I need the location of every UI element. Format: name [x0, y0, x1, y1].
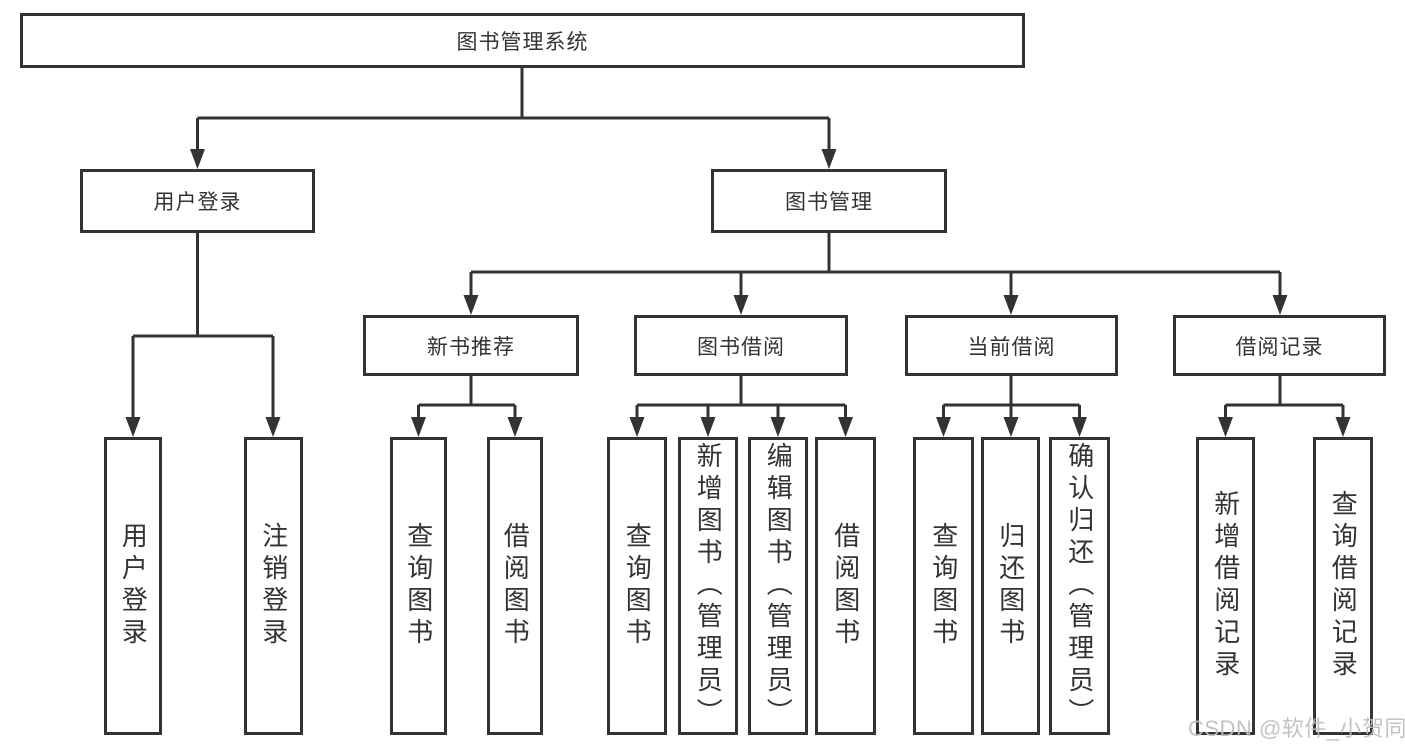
leaf-user-login: 用户登录 [104, 437, 162, 735]
leaf-add-books-admin-label: 新增图书（管理员） [693, 442, 724, 730]
node-user-login: 用户登录 [80, 169, 315, 233]
leaf-add-borrow-record-label: 新增借阅记录 [1210, 490, 1241, 682]
node-book-management-label: 图书管理 [785, 191, 873, 214]
leaf-logout-label: 注销登录 [258, 522, 289, 650]
node-book-management: 图书管理 [711, 169, 947, 233]
leaf-recommend-borrow-books-label: 借阅图书 [500, 522, 531, 650]
leaf-recommend-query-books-label: 查询图书 [403, 522, 434, 650]
node-root-label: 图书管理系统 [456, 30, 589, 54]
node-current-borrow-label: 当前借阅 [967, 335, 1056, 359]
tree-connector-path [131, 68, 1345, 420]
leaf-confirm-return-admin-label: 确认归还（管理员） [1064, 442, 1095, 730]
leaf-query-borrow-record: 查询借阅记录 [1313, 437, 1373, 735]
leaf-user-login-label: 用户登录 [118, 522, 149, 650]
leaf-borrow-query-books-label: 查询图书 [622, 522, 653, 650]
leaf-confirm-return-admin: 确认归还（管理员） [1049, 437, 1110, 735]
node-borrow-records-label: 借阅记录 [1235, 335, 1324, 359]
node-book-borrow-label: 图书借阅 [697, 335, 785, 359]
node-new-book-recommend: 新书推荐 [363, 315, 579, 376]
node-new-book-recommend-label: 新书推荐 [427, 335, 515, 359]
leaf-add-borrow-record: 新增借阅记录 [1196, 437, 1255, 735]
leaf-add-books-admin: 新增图书（管理员） [678, 437, 738, 735]
node-book-borrow: 图书借阅 [634, 315, 848, 376]
csdn-watermark: CSDN @软件_小贺同学 [1188, 716, 1405, 741]
leaf-borrow-query-books: 查询图书 [607, 437, 667, 735]
leaf-current-query-books: 查询图书 [913, 437, 974, 735]
node-borrow-records: 借阅记录 [1173, 315, 1386, 376]
leaf-return-books: 归还图书 [981, 437, 1040, 735]
leaf-query-borrow-record-label: 查询借阅记录 [1328, 490, 1359, 682]
node-current-borrow: 当前借阅 [905, 315, 1118, 376]
leaf-return-books-label: 归还图书 [995, 522, 1026, 650]
node-root-system: 图书管理系统 [20, 13, 1025, 68]
leaf-current-query-books-label: 查询图书 [928, 522, 959, 650]
leaf-recommend-borrow-books: 借阅图书 [487, 437, 543, 735]
node-user-login-label: 用户登录 [153, 191, 242, 214]
leaf-edit-books-admin-label: 编辑图书（管理员） [763, 442, 794, 730]
leaf-edit-books-admin: 编辑图书（管理员） [748, 437, 808, 735]
leaf-borrow-books-label: 借阅图书 [830, 522, 861, 650]
leaf-borrow-books: 借阅图书 [815, 437, 876, 735]
leaf-logout: 注销登录 [244, 437, 303, 735]
leaf-recommend-query-books: 查询图书 [390, 437, 447, 735]
